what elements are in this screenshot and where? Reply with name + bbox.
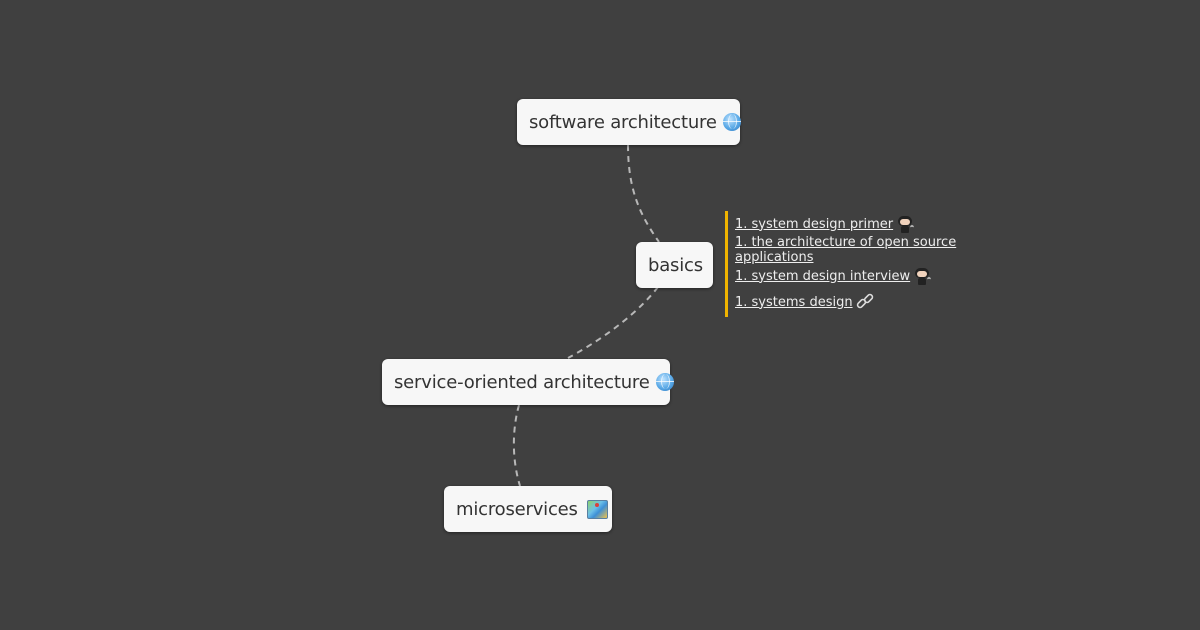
link-systems-design[interactable]: 1. systems design	[735, 294, 853, 310]
node-basics[interactable]: basics	[636, 242, 713, 288]
github-octocat-icon	[913, 267, 932, 285]
node-service-oriented-architecture[interactable]: service-oriented architecture	[382, 359, 674, 405]
node-microservices[interactable]: microservices	[444, 486, 612, 532]
node-software-architecture[interactable]: software architecture	[517, 99, 741, 145]
basics-links-panel: 1. system design primer 1. the architect…	[725, 211, 1025, 317]
map-icon	[586, 499, 608, 519]
link-architecture-of-open-source-applications[interactable]: 1. the architecture of open source appli…	[735, 235, 957, 265]
globe-icon	[722, 113, 741, 131]
globe-icon	[655, 373, 674, 391]
connector-basics-to-service-oriented-architecture	[567, 286, 659, 359]
github-octocat-icon	[896, 215, 915, 233]
link-item[interactable]: 1. system design primer	[735, 211, 1025, 237]
link-system-design-primer[interactable]: 1. system design primer	[735, 216, 894, 232]
link-icon	[856, 293, 873, 309]
link-item[interactable]: 1. systems design	[735, 289, 1025, 315]
link-system-design-interview[interactable]: 1. system design interview	[735, 268, 911, 284]
node-label: service-oriented architecture	[394, 371, 650, 393]
node-label: basics	[648, 254, 703, 276]
link-item[interactable]: 1. system design interview	[735, 263, 1025, 289]
connector-service-oriented-architecture-to-microservices	[512, 404, 521, 487]
node-label: software architecture	[529, 111, 717, 133]
link-item[interactable]: 1. the architecture of open source appli…	[735, 235, 1025, 265]
connector-software-architecture-to-basics	[627, 144, 660, 243]
node-label: microservices	[456, 498, 578, 520]
